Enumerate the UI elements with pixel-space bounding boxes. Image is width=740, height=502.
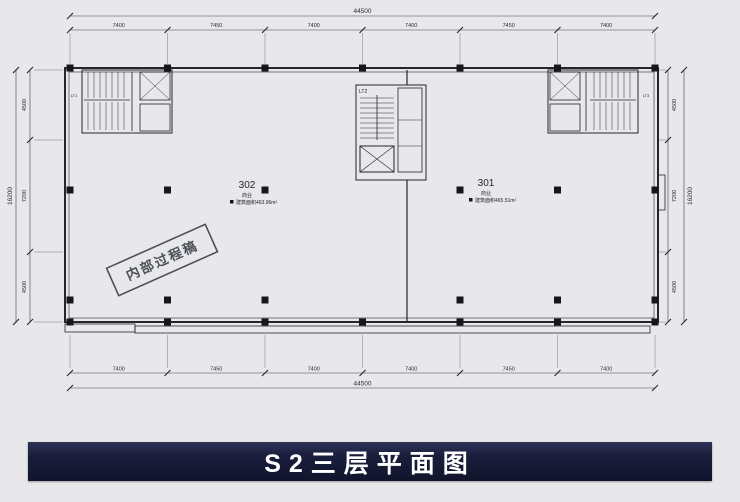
dim-bottom-seg-label: 7400 [405, 367, 417, 373]
canopy-strip [134, 325, 651, 334]
title-banner: S2三层平面图 [28, 442, 712, 481]
plan-drawing: 44500 7400 7450 7400 7400 7450 7400 7400… [7, 8, 694, 392]
dimension-left: 4500 7200 4500 16200 [7, 66, 34, 326]
dimension-right: 4500 7200 4500 16200 [664, 66, 694, 326]
dim-bottom-total-label: 44500 [353, 381, 371, 388]
stair-left-label: LT1 [71, 93, 78, 98]
dim-left-seg-label: 7200 [22, 190, 28, 202]
floor-plan-title: S2三层平面图 [264, 449, 476, 478]
dim-right-seg-label: 4500 [672, 99, 678, 111]
dim-top-total-label: 44500 [353, 8, 371, 15]
watermark-stamp: 内部过程稿 [105, 223, 219, 297]
dimension-top-segments: 7400 7450 7400 7400 7450 7400 [66, 23, 659, 34]
stair-right-label: LT3 [643, 93, 650, 98]
dim-top-seg-label: 7400 [405, 23, 417, 29]
unit-number: 301 [478, 178, 495, 189]
stair-right: LT3 [547, 69, 650, 134]
shaft-box [549, 71, 581, 101]
shaft-box [139, 71, 171, 101]
unit-number: 302 [239, 180, 256, 191]
dim-top-seg-label: 7450 [503, 23, 515, 29]
unit-area: 建筑面积463.96m² [236, 199, 277, 206]
dim-bottom-seg-label: 7450 [503, 367, 515, 373]
canopy-strip-left [64, 323, 136, 333]
dim-right-seg-label: 7200 [672, 190, 678, 202]
dim-left-seg-label: 4500 [22, 99, 28, 111]
watermark-border [105, 223, 219, 297]
dim-right-total-label: 16200 [687, 187, 694, 205]
dim-bottom-seg-label: 7400 [113, 367, 125, 373]
unit-use: 商业 [242, 192, 252, 199]
stair-left: LT1 [71, 69, 173, 134]
unit-use: 商业 [481, 190, 491, 197]
duct-box [549, 103, 581, 132]
dim-right-seg-label: 4500 [672, 281, 678, 293]
dim-left-total-label: 16200 [7, 187, 14, 205]
dim-top-seg-label: 7400 [113, 23, 125, 29]
dim-bottom-seg-label: 7400 [600, 367, 612, 373]
elevator-shaft [359, 145, 395, 173]
dim-left-seg-label: 4500 [22, 281, 28, 293]
right-wall-projection [657, 174, 666, 211]
area-icon [469, 198, 473, 202]
duct-box [139, 103, 171, 132]
stair-center-label: LT2 [359, 89, 367, 95]
dim-bottom-seg-label: 7450 [210, 367, 222, 373]
dim-top-seg-label: 7400 [308, 23, 320, 29]
unit-302: 302 商业 建筑面积463.96m² [230, 180, 277, 206]
dim-top-seg-label: 7400 [600, 23, 612, 29]
dim-bottom-seg-label: 7400 [308, 367, 320, 373]
dimension-bottom-total: 44500 [66, 381, 659, 392]
unit-301: 301 商业 建筑面积465.51m² [469, 178, 516, 204]
stair-center: LT2 [355, 84, 427, 181]
service-shaft [397, 87, 423, 173]
dimension-top-total: 44500 [66, 8, 659, 20]
dim-top-seg-label: 7450 [210, 23, 222, 29]
unit-area: 建筑面积465.51m² [475, 197, 516, 204]
dimension-bottom-segments: 7400 7450 7400 7400 7450 7400 [66, 367, 659, 377]
extension-lines [34, 33, 666, 368]
area-icon [230, 200, 234, 204]
